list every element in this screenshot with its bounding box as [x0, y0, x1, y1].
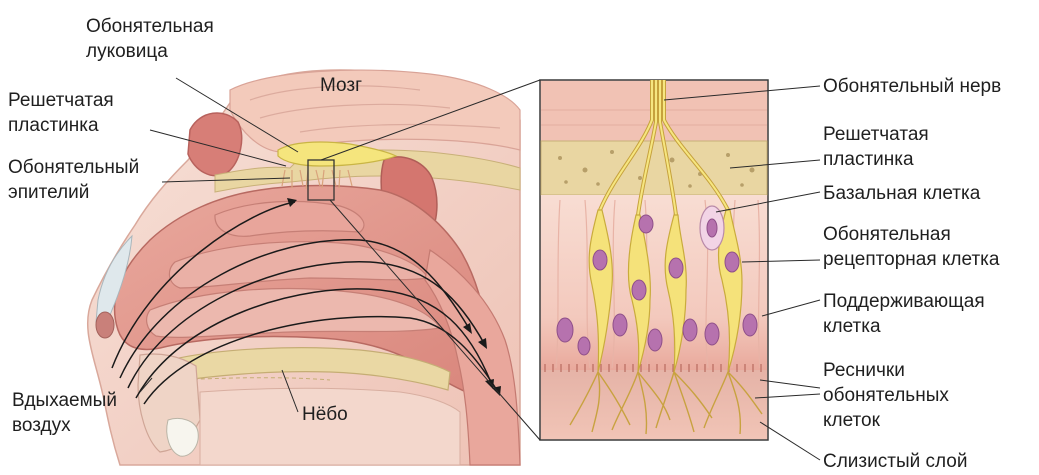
label-mucus-layer: Слизистый слой	[823, 449, 967, 474]
label-olfactory-nerve: Обонятельный нерв	[823, 74, 1001, 99]
label-cribriform-plate-right: Решетчатая пластинка	[823, 122, 929, 172]
label-palate: Нёбо	[302, 402, 348, 427]
inset-section	[540, 80, 768, 440]
label-cilia: Реснички обонятельных клеток	[823, 358, 949, 433]
label-olfactory-bulb: Обонятельная луковица	[86, 14, 214, 64]
label-olfactory-epithelium: Обонятельный эпителий	[8, 155, 139, 205]
nostril	[96, 312, 114, 338]
label-cribriform-plate-left: Решетчатая пластинка	[8, 88, 114, 138]
label-basal-cell: Базальная клетка	[823, 181, 980, 206]
label-inhaled-air: Вдыхаемый воздух	[12, 388, 117, 438]
frontal-sinus	[188, 113, 242, 176]
brain-region	[230, 70, 520, 152]
label-receptor-cell: Обонятельная рецепторная клетка	[823, 222, 999, 272]
label-brain: Мозг	[320, 73, 362, 98]
label-supporting-cell: Поддерживающая клетка	[823, 289, 985, 339]
